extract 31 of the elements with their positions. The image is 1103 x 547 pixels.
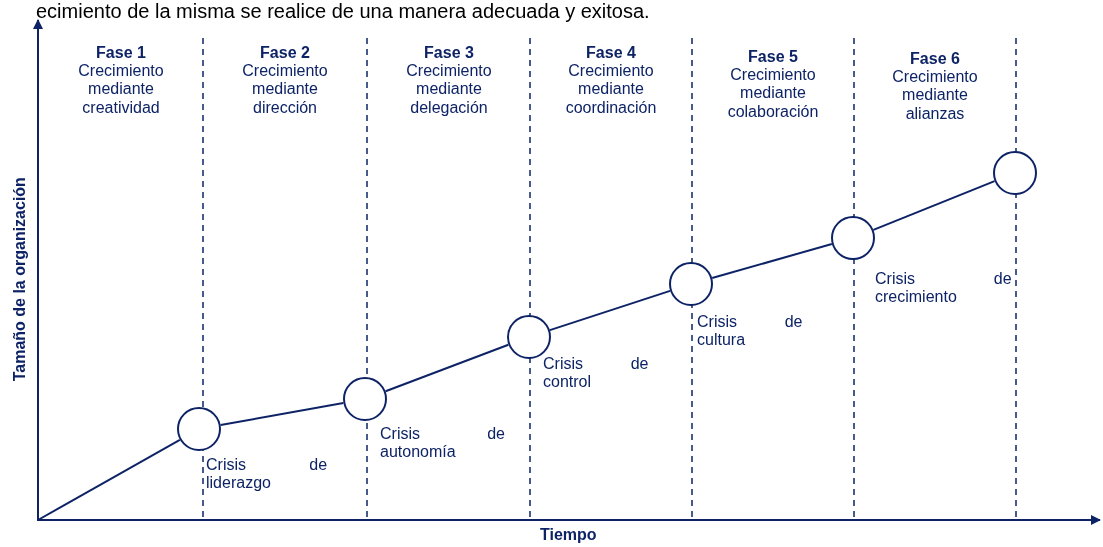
growth-line <box>219 401 345 427</box>
phase-description: Crecimiento mediante coordinación <box>564 62 658 118</box>
milestone-circle <box>831 216 875 260</box>
crisis-label: Crisis de autonomía <box>380 425 505 462</box>
phase-title: Fase 3 <box>423 44 475 63</box>
phase-title: Fase 4 <box>585 44 637 63</box>
milestone-circle <box>993 151 1037 195</box>
milestone-circle <box>343 377 387 421</box>
phase-description: Crecimiento mediante colaboración <box>726 66 820 122</box>
phase-description: Crecimiento mediante dirección <box>241 62 329 118</box>
crisis-label: Crisis de crecimiento <box>875 270 1012 307</box>
milestone-circle <box>669 262 713 306</box>
phase-description: Crecimiento mediante creatividad <box>77 62 165 118</box>
axis-title: Tamaño de la organización <box>10 176 29 384</box>
phase-description: Crecimiento mediante alianzas <box>891 68 979 124</box>
body-text: ecimiento de la misma se realice de una manera adecuada y exitosa. <box>36 0 650 23</box>
phase-title: Fase 1 <box>95 44 147 63</box>
phase-title: Fase 6 <box>909 50 961 69</box>
crisis-label: Crisis de control <box>543 355 649 392</box>
phase-description: Crecimiento mediante delegación <box>405 62 493 118</box>
growth-line <box>384 343 510 393</box>
axis-title: Tiempo <box>540 526 597 545</box>
milestone-circle <box>507 315 551 359</box>
phase-title: Fase 2 <box>259 44 311 63</box>
phase-title: Fase 5 <box>747 48 799 67</box>
milestone-circle <box>177 407 221 451</box>
growth-line <box>548 289 672 332</box>
growth-line <box>711 243 833 279</box>
growth-line <box>37 438 181 521</box>
crisis-label: Crisis de cultura <box>697 313 803 350</box>
growth-line <box>872 180 996 231</box>
